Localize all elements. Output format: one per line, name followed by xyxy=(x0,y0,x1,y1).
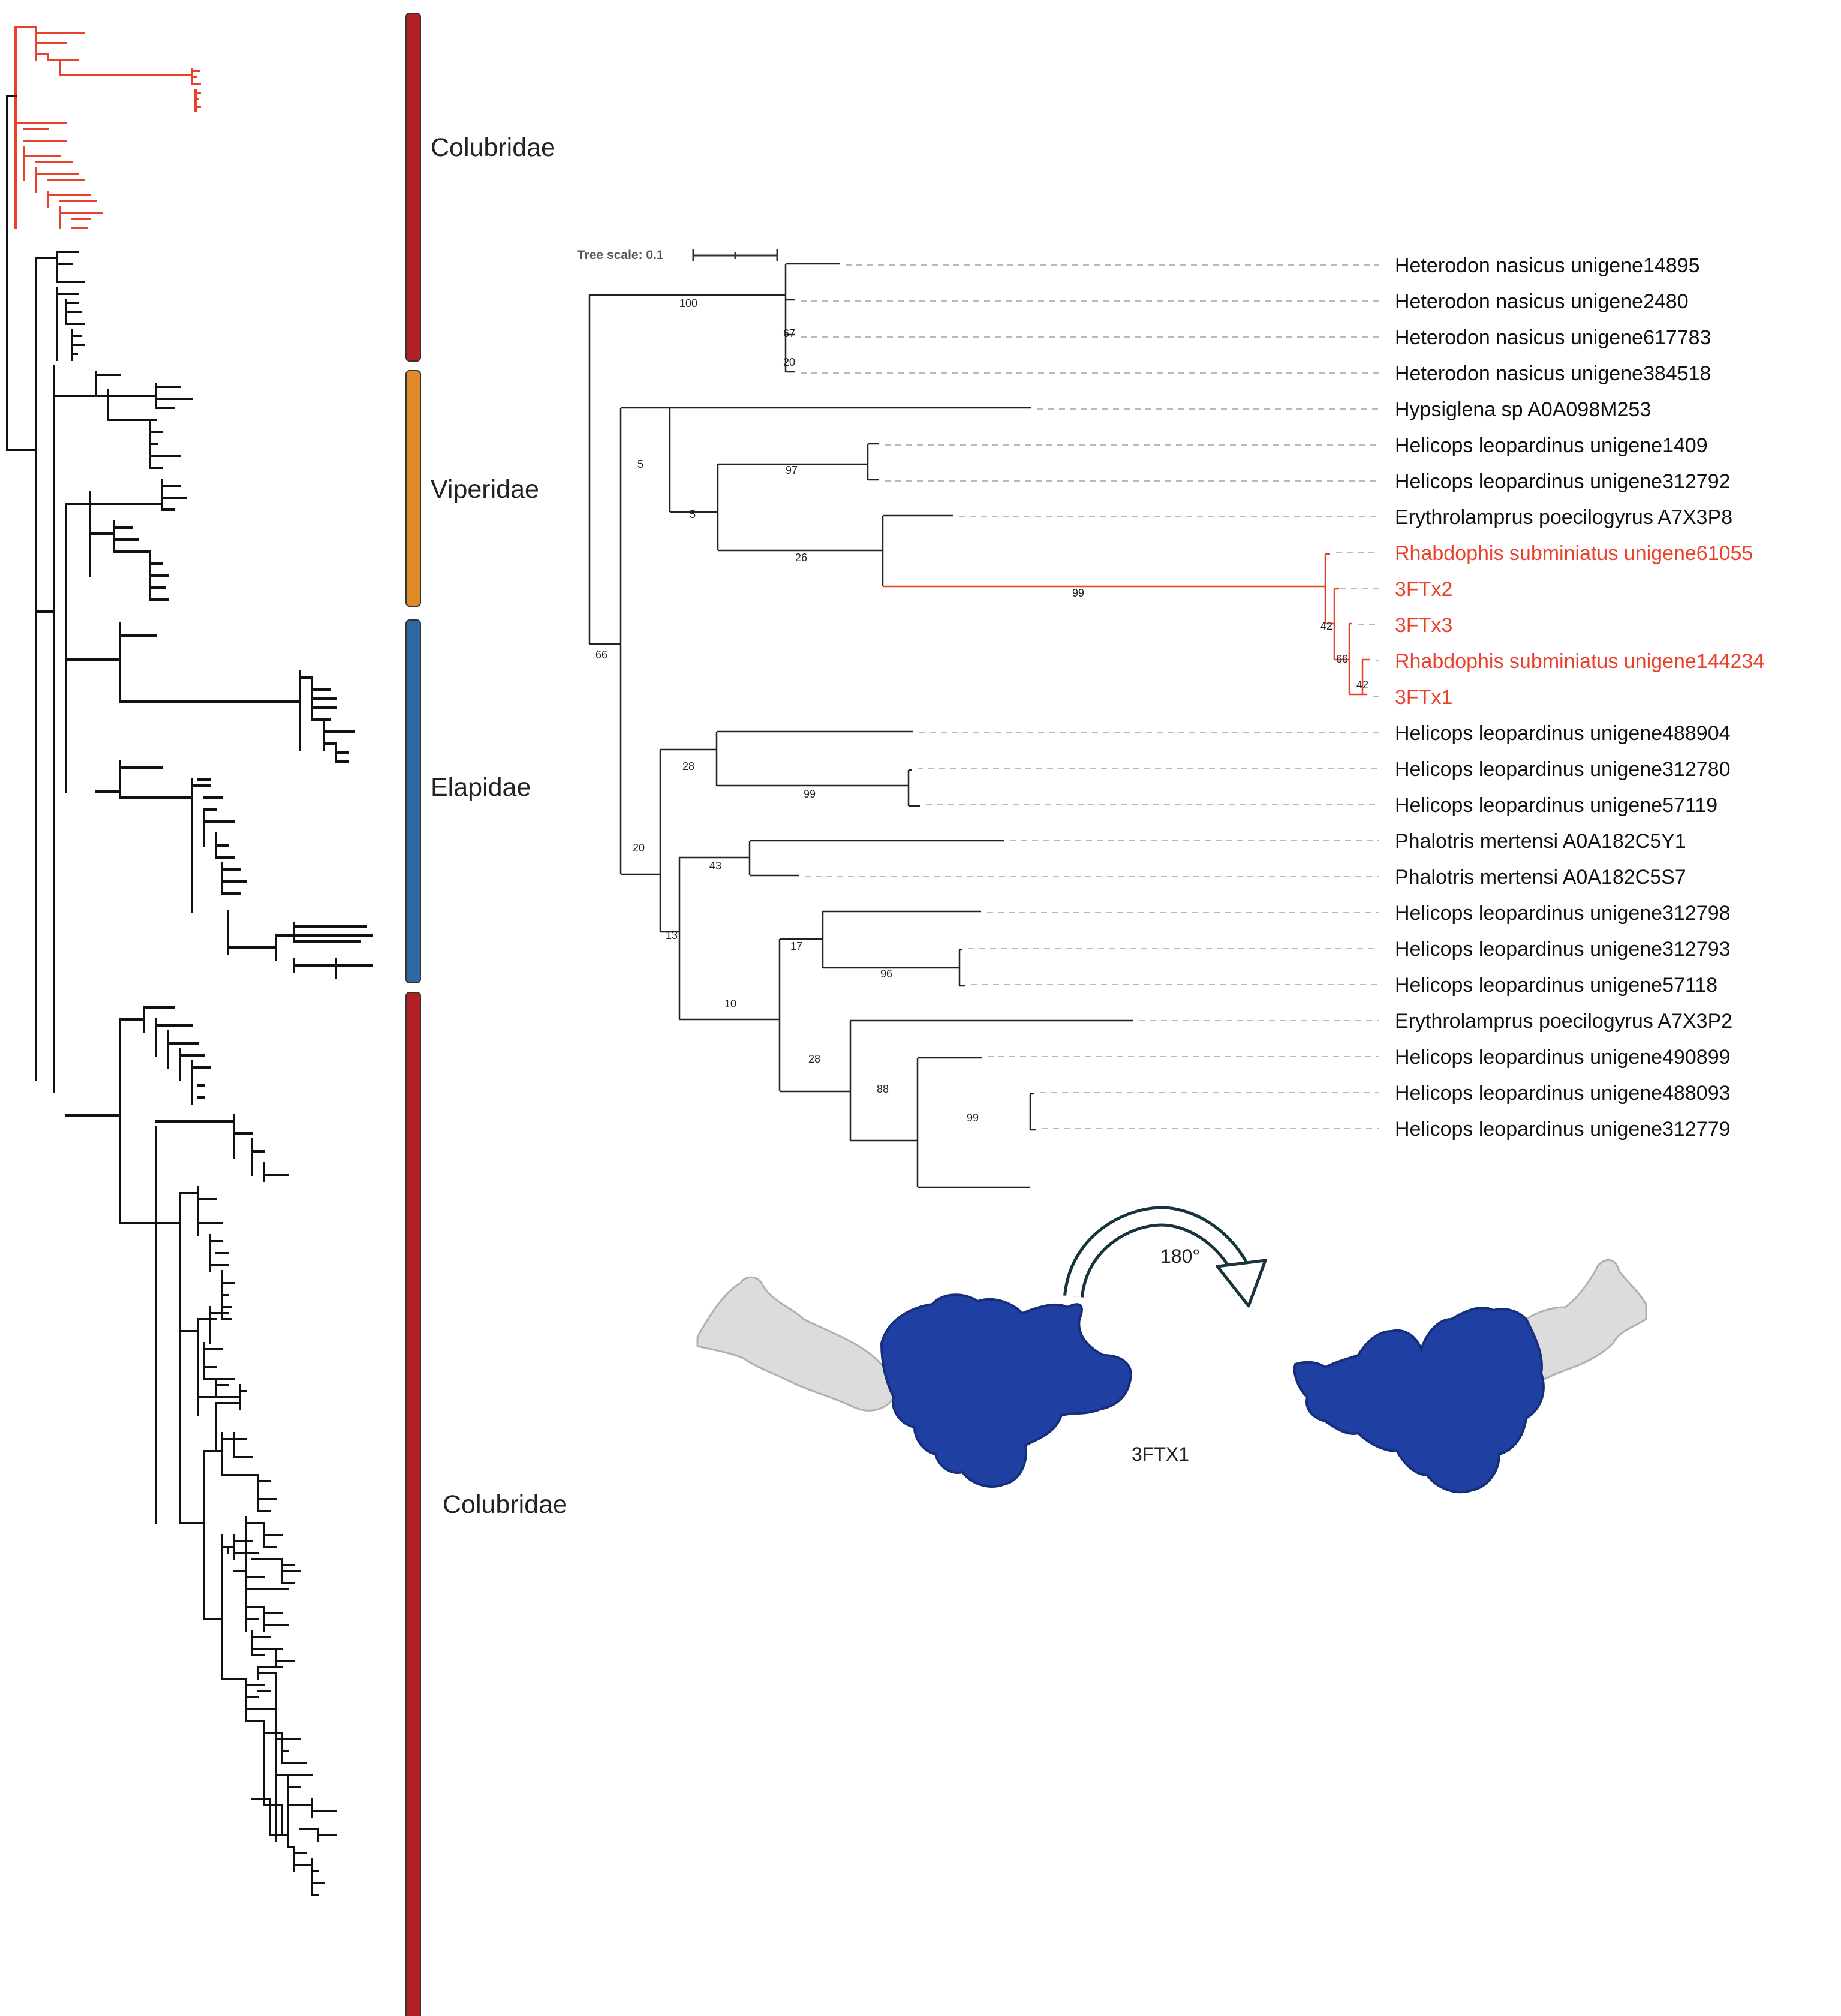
leaf-label: Heterodon nasicus unigene384518 xyxy=(1395,362,1711,385)
tree-scale-label: Tree scale: 0.1 xyxy=(577,248,664,262)
leaf-label: Helicops leopardinus unigene488093 xyxy=(1395,1082,1731,1105)
leaf-label: Heterodon nasicus unigene617783 xyxy=(1395,326,1711,349)
family-label-viperidae: Viperidae xyxy=(431,475,539,504)
leaf-label: Helicops leopardinus unigene312779 xyxy=(1395,1118,1731,1141)
bootstrap-label: 99 xyxy=(1072,587,1084,599)
protein-surface-right xyxy=(1293,1307,1545,1494)
leaf-label: Helicops leopardinus unigene57118 xyxy=(1395,974,1717,997)
colubridae-bottom-bar xyxy=(405,992,421,2016)
colubridae-top-bar xyxy=(405,13,421,362)
bootstrap-label: 13 xyxy=(666,929,678,941)
leaf-label: Phalotris mertensi A0A182C5S7 xyxy=(1395,866,1686,889)
leaf-label: Heterodon nasicus unigene14895 xyxy=(1395,254,1700,277)
bootstrap-label: 67 xyxy=(783,327,795,339)
viperidae-bar xyxy=(405,370,421,607)
rotation-label: 180° xyxy=(1160,1245,1200,1267)
leaf-label: Helicops leopardinus unigene488904 xyxy=(1395,722,1731,745)
leaf-label: 3FTx3 xyxy=(1395,614,1452,637)
bootstrap-label: 88 xyxy=(877,1083,889,1095)
tree-scale-bar: Tree scale: 0.1 xyxy=(577,248,778,262)
bootstrap-label: 99 xyxy=(804,788,816,800)
leaf-label: Rhabdophis subminiatus unigene61055 xyxy=(1395,542,1753,565)
family-label-elapidae: Elapidae xyxy=(431,773,531,802)
leaf-label: Helicops leopardinus unigene312793 xyxy=(1395,938,1731,961)
leaf-label: Erythrolamprus poecilogyrus A7X3P8 xyxy=(1395,506,1732,529)
family-label-colubridae-top: Colubridae xyxy=(431,133,555,162)
leaf-label: Phalotris mertensi A0A182C5Y1 xyxy=(1395,830,1686,853)
leaf-label: Hypsiglena sp A0A098M253 xyxy=(1395,398,1651,421)
leaf-label: Helicops leopardinus unigene312780 xyxy=(1395,758,1731,781)
protein-label: 3FTX1 xyxy=(1132,1443,1189,1465)
leaf-label: Rhabdophis subminiatus unigene144234 xyxy=(1395,650,1764,673)
bootstrap-values: 100 67 20 5 97 5 26 99 42 66 42 66 28 99… xyxy=(595,297,1368,1124)
bootstrap-label: 20 xyxy=(783,356,795,368)
leaf-label: Helicops leopardinus unigene1409 xyxy=(1395,434,1708,457)
leaf-label: Erythrolamprus poecilogyrus A7X3P2 xyxy=(1395,1010,1732,1033)
leaf-label: Helicops leopardinus unigene312792 xyxy=(1395,470,1731,493)
protein-surface-left xyxy=(880,1293,1132,1488)
leader-lines xyxy=(801,264,1379,1129)
black-clades xyxy=(6,95,373,1896)
small-tree-branches xyxy=(588,263,1133,1188)
leaf-label: 3FTx2 xyxy=(1395,578,1452,601)
leaf-label: Helicops leopardinus unigene490899 xyxy=(1395,1046,1731,1069)
protein-right-view xyxy=(1293,1259,1647,1494)
bootstrap-label: 28 xyxy=(808,1053,820,1065)
highlighted-clade xyxy=(14,26,201,229)
elapidae-bar xyxy=(405,619,421,983)
protein-structure: 180° 3FTX1 xyxy=(696,1206,1647,1494)
bootstrap-label: 5 xyxy=(637,458,643,470)
leaf-label: Helicops leopardinus unigene312798 xyxy=(1395,902,1731,925)
bootstrap-label: 42 xyxy=(1356,679,1368,691)
bootstrap-label: 28 xyxy=(682,760,694,772)
small-phylogenetic-tree: Tree scale: 0.1 100 67 20 5 97 5 26 99 xyxy=(577,248,1764,1188)
leaf-label: 3FTx1 xyxy=(1395,686,1452,709)
bootstrap-label: 100 xyxy=(679,297,697,309)
leaf-labels: Heterodon nasicus unigene14895Heterodon … xyxy=(1395,254,1764,1141)
leaf-label: Helicops leopardinus unigene57119 xyxy=(1395,794,1717,817)
bootstrap-label: 97 xyxy=(786,464,798,476)
highlighted-branches xyxy=(883,553,1370,696)
bootstrap-label: 66 xyxy=(595,649,607,661)
bootstrap-label: 10 xyxy=(724,998,736,1010)
family-bars: Colubridae Viperidae Elapidae Colubridae xyxy=(405,13,567,2016)
large-phylogenetic-tree xyxy=(6,26,373,1896)
bootstrap-label: 66 xyxy=(1336,653,1348,665)
protein-left-view xyxy=(696,1276,1132,1488)
bootstrap-label: 17 xyxy=(790,940,802,952)
bootstrap-label: 99 xyxy=(967,1112,979,1124)
bootstrap-label: 5 xyxy=(690,508,696,520)
protein-tail-left xyxy=(696,1276,895,1412)
bootstrap-label: 43 xyxy=(709,860,721,872)
family-label-colubridae-bottom: Colubridae xyxy=(443,1490,567,1519)
leaf-label: Heterodon nasicus unigene2480 xyxy=(1395,290,1689,313)
bootstrap-label: 26 xyxy=(795,552,807,564)
bootstrap-label: 42 xyxy=(1320,620,1332,632)
rotation-arrow-icon xyxy=(1063,1206,1267,1308)
bootstrap-label: 96 xyxy=(880,968,892,980)
bootstrap-label: 20 xyxy=(633,842,645,854)
